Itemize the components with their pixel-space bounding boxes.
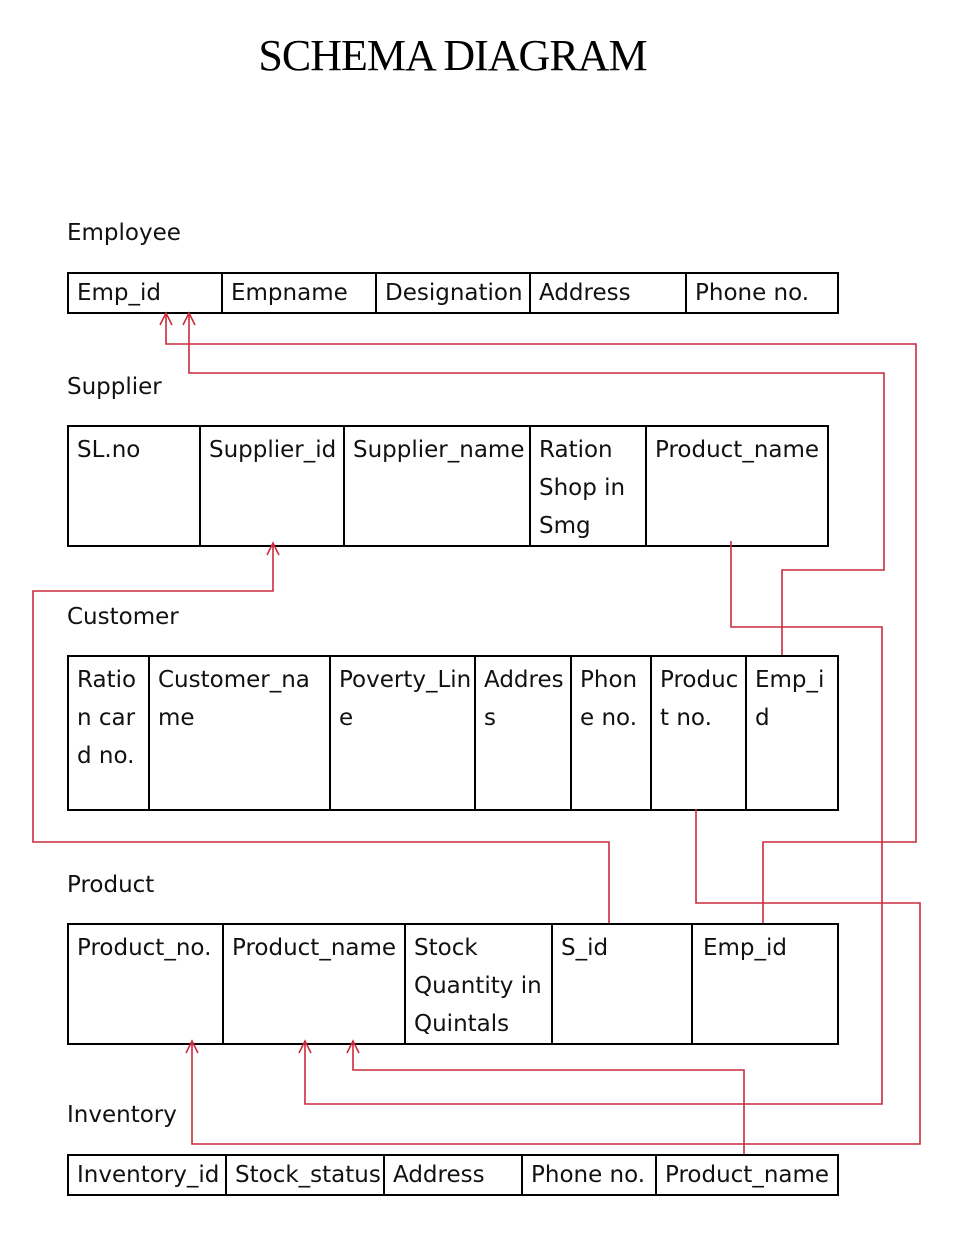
supplier-table-label: Supplier — [67, 374, 162, 400]
inventory-col-inventory-id: Inventory_id — [67, 1154, 227, 1196]
employee-col-emp-id: Emp_id — [67, 272, 223, 314]
customer-table-label: Customer — [67, 604, 179, 630]
inventory-table: Inventory_id Stock_status Address Phone … — [67, 1154, 839, 1196]
customer-col-ration-card-no: Ration card no. — [67, 655, 150, 811]
product-table: Product_no. Product_name Stock Quantity … — [67, 923, 839, 1045]
inventory-col-product-name: Product_name — [655, 1154, 839, 1196]
customer-col-poverty-line: Poverty_Line — [329, 655, 476, 811]
employee-col-address: Address — [529, 272, 687, 314]
employee-table: Emp_id Empname Designation Address Phone… — [67, 272, 839, 314]
employee-col-empname: Empname — [221, 272, 377, 314]
customer-table: Ration card no. Customer_name Poverty_Li… — [67, 655, 839, 811]
employee-table-label: Employee — [67, 220, 181, 246]
product-table-label: Product — [67, 872, 155, 898]
customer-col-address: Address — [474, 655, 572, 811]
product-col-s-id: S_id — [551, 923, 693, 1045]
employee-col-designation: Designation — [375, 272, 531, 314]
supplier-col-supplier-name: Supplier_name — [343, 425, 531, 547]
link-product-emp-id-to-employee-emp-id — [165, 313, 917, 923]
product-col-emp-id: Emp_id — [691, 923, 839, 1045]
supplier-col-product-name: Product_name — [645, 425, 829, 547]
inventory-col-address: Address — [383, 1154, 523, 1196]
product-col-product-name: Product_name — [222, 923, 406, 1045]
inventory-table-label: Inventory — [67, 1102, 177, 1128]
link-inventory-product-name-to-product-name — [352, 1041, 745, 1154]
employee-col-phone-no: Phone no. — [685, 272, 839, 314]
arrowhead-employee-emp-id-b — [182, 311, 196, 326]
customer-col-phone-no: Phone no. — [570, 655, 652, 811]
customer-col-customer-name: Customer_name — [148, 655, 331, 811]
product-col-product-no: Product_no. — [67, 923, 224, 1045]
inventory-col-stock-status: Stock_status — [225, 1154, 385, 1196]
product-col-stock-quantity: Stock Quantity in Quintals — [404, 923, 553, 1045]
supplier-table: SL.no Supplier_id Supplier_name Ration S… — [67, 425, 829, 547]
page-title: SCHEMA DIAGRAM — [258, 31, 647, 80]
customer-col-product-no: Product no. — [650, 655, 747, 811]
supplier-col-supplier-id: Supplier_id — [199, 425, 345, 547]
supplier-col-sl-no: SL.no — [67, 425, 201, 547]
inventory-col-phone-no: Phone no. — [521, 1154, 657, 1196]
arrowhead-employee-emp-id-a — [159, 311, 173, 326]
supplier-col-ration-shop: Ration Shop in Smg — [529, 425, 647, 547]
customer-col-emp-id: Emp_id — [745, 655, 839, 811]
